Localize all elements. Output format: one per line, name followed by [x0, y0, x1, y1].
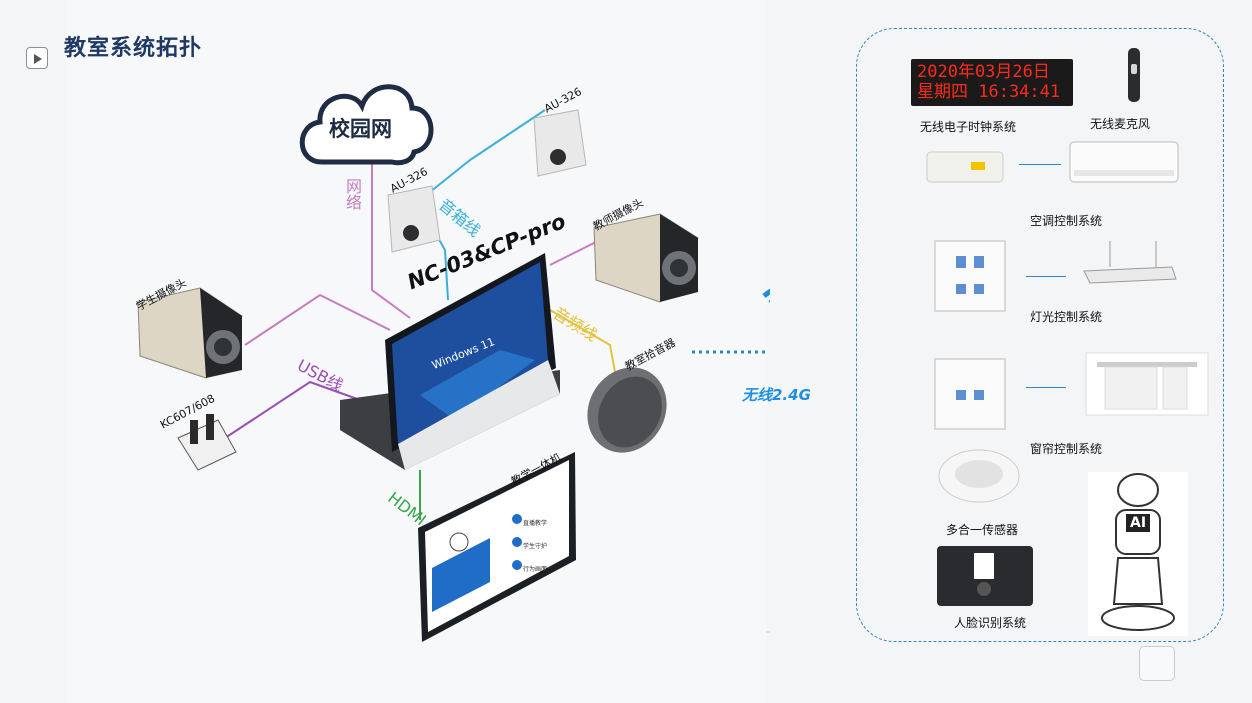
light-system-label: 灯光控制系统: [1030, 310, 1103, 324]
network-wire-label: 网络: [343, 178, 362, 210]
wireless-label: 无线2.4G: [742, 386, 811, 404]
play-button[interactable]: [26, 47, 48, 69]
curtain-link-line: [1026, 387, 1066, 388]
light-switch-icon: [934, 240, 1006, 312]
mic-pickup-icon: [587, 367, 667, 453]
display-menu-item: 学生守护: [523, 543, 548, 550]
curtain-icon: [1085, 352, 1209, 416]
ac-system-label: 空调控制系统: [1030, 214, 1103, 228]
clock-system-label: 无线电子时钟系统: [920, 120, 1017, 134]
teacher-camera-wire: [549, 239, 601, 266]
cloud-label: 校园网: [329, 117, 392, 141]
face-system-label: 人脸识别系统: [954, 616, 1027, 630]
play-icon: [34, 54, 42, 64]
wireless-clock-display: 2020年03月26日 星期四 16:34:41: [911, 59, 1073, 106]
student-camera-icon: [137, 287, 243, 379]
curtain-switch-icon: [934, 358, 1006, 430]
topology-drawing: [137, 84, 770, 642]
ac-controller-icon: [926, 151, 1004, 183]
curtain-system-label: 窗帘控制系统: [1030, 442, 1103, 456]
corner-button[interactable]: [1139, 646, 1175, 681]
display-menu-item: 行为画面: [523, 566, 548, 573]
kc-device-icon: [177, 414, 237, 471]
ceiling-light-icon: [1083, 241, 1177, 284]
sensor-icon: [938, 449, 1020, 503]
wifi-icon: [762, 288, 770, 303]
teacher-camera-icon: [593, 213, 699, 303]
usb-wire: [221, 380, 361, 441]
hub-device-icon: [340, 253, 560, 470]
student-camera-wire: [244, 293, 391, 346]
speaker-left-icon: [387, 185, 441, 253]
robot-icon: [1088, 472, 1188, 636]
audio-wire: [549, 309, 616, 373]
network-wire: [371, 160, 411, 319]
display-menu-item: 直播教学: [523, 520, 548, 527]
page-title: 教室系统拓扑: [64, 35, 203, 61]
light-link-line: [1026, 276, 1066, 277]
face-recognition-icon: [937, 546, 1033, 606]
display-menu: 直播教学 学生守护 行为画面: [523, 512, 547, 581]
wireless-mic-label: 无线麦克风: [1090, 117, 1151, 131]
clock-time: 星期四 16:34:41: [917, 82, 1061, 102]
teaching-display-icon: [418, 452, 576, 642]
wireless-mic-icon: [1128, 48, 1140, 102]
clock-date: 2020年03月26日: [917, 62, 1050, 82]
air-conditioner-icon: [1069, 141, 1179, 183]
speaker-right-icon: [533, 109, 587, 177]
sensor-label: 多合一传感器: [946, 523, 1019, 537]
speaker-wire-top: [419, 109, 546, 201]
ac-link-line: [1019, 164, 1061, 165]
robot-badge: AI: [1130, 515, 1147, 531]
cloud-icon: [299, 84, 434, 166]
